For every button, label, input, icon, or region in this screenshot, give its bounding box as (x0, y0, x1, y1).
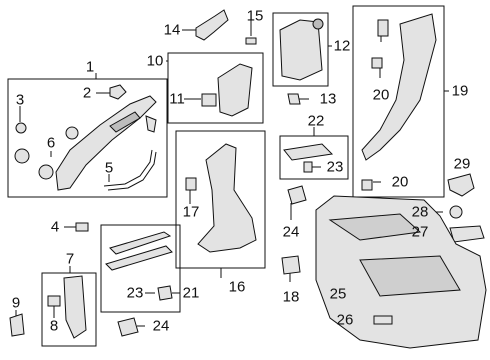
part-15-screw (245, 37, 257, 45)
callout-12: 12 (333, 37, 351, 55)
callout-14: 14 (163, 21, 181, 39)
part-24-clip-lower (117, 317, 139, 337)
callout-24-upper: 24 (282, 223, 300, 241)
callout-29: 29 (453, 155, 471, 173)
part-20-clip-upper (377, 19, 389, 37)
part-8-clip (47, 295, 61, 307)
callout-25: 25 (329, 285, 347, 303)
part-4-screw (75, 222, 89, 232)
callout-16: 16 (228, 278, 246, 296)
callout-23-upper: 23 (326, 158, 344, 176)
part-28-nut (449, 205, 463, 219)
part-18-clip (281, 255, 301, 275)
part-19-quarter-trim (361, 13, 437, 161)
group-box-19 (352, 5, 445, 198)
group-box-10 (167, 52, 264, 124)
part-20-clip-lower (371, 57, 383, 69)
part-3-screw (15, 122, 27, 134)
part-21-sill (109, 231, 172, 255)
group-box-1 (7, 78, 168, 198)
callout-19: 19 (451, 82, 469, 100)
callout-2: 2 (82, 84, 92, 102)
callout-28: 28 (411, 203, 429, 221)
part-2-clip (109, 84, 127, 100)
callout-7: 7 (65, 250, 75, 268)
part-12-bracket (279, 19, 323, 81)
part-9-clip (9, 313, 25, 337)
callout-17: 17 (182, 203, 200, 221)
part-11-clip (201, 93, 217, 107)
part-17-clip (185, 177, 197, 191)
group-box-12 (272, 12, 329, 87)
group-box-21 (100, 224, 181, 313)
callout-20-upper: 20 (372, 86, 390, 104)
callout-9: 9 (11, 294, 21, 312)
part-13-screw (287, 93, 301, 105)
part-10-trim (217, 63, 253, 117)
callout-18: 18 (282, 288, 300, 306)
part-16-center-pillar (197, 143, 257, 253)
callout-26: 26 (336, 311, 354, 329)
callout-24-lower: 24 (152, 317, 170, 335)
part-14-bracket (195, 9, 229, 41)
part-27-handle (449, 225, 485, 243)
callout-3: 3 (15, 91, 25, 109)
callout-22: 22 (307, 112, 325, 130)
callout-11: 11 (169, 90, 185, 108)
part-7-trim (63, 275, 87, 339)
part-6-clip (14, 148, 30, 164)
part-26-pin (373, 315, 393, 325)
callout-23-lower: 23 (126, 284, 144, 302)
callout-5: 5 (104, 159, 114, 177)
part-22-pad (283, 143, 334, 161)
callout-1: 1 (85, 58, 95, 76)
callout-4: 4 (50, 218, 60, 236)
part-5-seal (103, 149, 153, 187)
callout-8: 8 (49, 317, 59, 335)
callout-15: 15 (246, 7, 264, 25)
callout-21: 21 (182, 284, 200, 302)
callout-10: 10 (146, 52, 164, 70)
callout-27: 27 (411, 223, 429, 241)
group-box-7 (41, 272, 97, 347)
callout-20-lower: 20 (391, 173, 409, 191)
part-29-trim (447, 173, 475, 197)
callout-6: 6 (46, 134, 56, 152)
callout-13: 13 (319, 90, 337, 108)
part-24-clip (287, 185, 307, 205)
